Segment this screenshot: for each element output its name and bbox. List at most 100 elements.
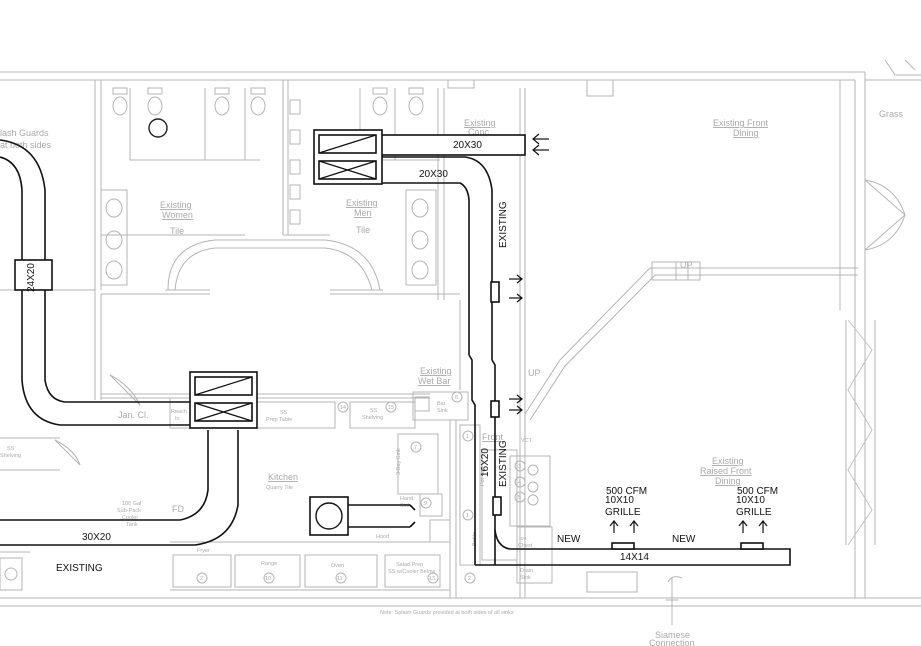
men-label: Existing: [346, 198, 378, 208]
arrow-right-icon: [509, 293, 523, 303]
grille-cfm: 500 CFM: [606, 486, 647, 497]
duct-labels: 20X30 20X30 24X20 EXISTING EXISTING 16X2…: [26, 140, 696, 574]
hvac-units: [189, 129, 383, 429]
drain-sink-label: Drain: [520, 568, 533, 574]
cooler-tank-label: 100 Gal: [122, 501, 141, 507]
fd-label: FD: [172, 504, 184, 514]
siamese-label: Connection: [649, 638, 695, 646]
equip-number: 14: [340, 405, 346, 411]
equip-number: 2: [468, 576, 471, 582]
grille-size: 10X10: [736, 495, 765, 506]
men-label: Men: [354, 208, 372, 218]
arrow-right-icon: [509, 394, 523, 404]
ice-chest-label: Ice: [519, 536, 526, 542]
ss-prep-table-label: SS: [280, 410, 288, 416]
bar-sink-label: Sink: [437, 408, 448, 414]
jan-cl-label: Jan. Cl.: [118, 410, 149, 420]
duct-20x30-top: [374, 134, 526, 156]
grille-type: GRILLE: [736, 507, 772, 518]
grass-label: Grass: [879, 109, 904, 119]
kitchen-equipment: [169, 391, 638, 593]
equip-number: 1: [466, 513, 469, 519]
hand-sink-label: Hand: [400, 496, 413, 502]
equip-number: 9: [424, 501, 427, 507]
range-label: Range: [261, 561, 277, 567]
equip-number: 3: [518, 464, 521, 470]
conc-label: Existing: [464, 118, 496, 128]
grille-cfm: 500 CFM: [737, 486, 778, 497]
splash-guard-note: Note: Splash Guards provided at both sid…: [380, 610, 514, 616]
women-label: Existing: [160, 200, 192, 210]
raised-dining-label: Dining: [715, 476, 741, 486]
grille-type: GRILLE: [605, 507, 641, 518]
cooler-tank-label: Sub-Pack: [117, 508, 141, 514]
duct-size-20x30: 20X30: [419, 169, 448, 180]
vct-label: VCT: [521, 438, 533, 444]
splash-guard-label: lash Guards: [0, 128, 49, 138]
arrow-up-icon: [758, 520, 768, 533]
reach-in-label: In: [175, 416, 180, 422]
airflow-arrows: [509, 133, 768, 533]
equip-number: 7: [414, 445, 417, 451]
equip-number: 10: [265, 576, 271, 582]
cooler-tank-label: Cooler: [122, 515, 138, 521]
up-label: UP: [680, 260, 693, 270]
ss-shelving-label: Shelving: [362, 415, 383, 421]
arrow-up-icon: [629, 520, 639, 533]
room-labels: lash Guards at both sides Existing Women…: [0, 109, 904, 646]
women-tile-label: Tile: [170, 226, 184, 236]
salad-prep-label: SS w/Cooler Below: [388, 569, 435, 575]
women-label: Women: [162, 210, 193, 220]
conc-label: Conc: [468, 127, 490, 137]
new-duct-label: NEW: [557, 534, 581, 545]
equip-number: 15: [388, 405, 394, 411]
fryer-label: Fryer: [197, 548, 210, 554]
duct-size-16x20: 16X20: [480, 448, 491, 477]
raised-dining-label: Raised Front: [700, 466, 752, 476]
grille-size: 10X10: [605, 495, 634, 506]
new-duct-label: NEW: [672, 534, 696, 545]
equipment-labels: SS Prep Table SS Shelving SS Shelving Re…: [0, 408, 533, 581]
front-label: Front: [482, 432, 504, 442]
duct-size-30x20: 30X20: [82, 532, 111, 543]
up-label: UP: [528, 368, 541, 378]
equip-number: 2: [200, 576, 203, 582]
kitchen-tile-label: Quarry Tile: [266, 485, 293, 491]
equip-number: 8: [455, 395, 458, 401]
splash-guard-label: at both sides: [0, 140, 52, 150]
existing-duct-label: EXISTING: [498, 440, 509, 487]
ss-shelving-left-label: Shelving: [0, 453, 21, 459]
equip-number: 4: [518, 480, 521, 486]
equip-number: 5: [518, 495, 521, 501]
arrow-right-icon: [509, 405, 523, 415]
wet-bar-label: Wet Bar: [418, 376, 450, 386]
duct-size-20x30: 20X30: [453, 140, 482, 151]
existing-duct-label: EXISTING: [498, 201, 509, 248]
pot-top-label: Pot Top: [480, 467, 486, 486]
duct-size-24x20: 24X20: [26, 263, 37, 292]
arrow-right-icon: [509, 274, 523, 284]
arrow-left-icon: [532, 144, 549, 156]
bar-sink-label: Bar: [437, 401, 446, 407]
reach-in-label: Reach: [171, 409, 187, 415]
existing-duct-label: EXISTING: [56, 563, 103, 574]
restroom-fixtures: [100, 87, 437, 286]
equipment-numbers: 14 15 9 7 1 1 2 10 11 13 8 2 4 5 3: [196, 391, 526, 584]
front-dining-label: Dining: [733, 128, 759, 138]
siamese-label: Siamese: [655, 630, 690, 640]
arrow-up-icon: [609, 520, 619, 533]
hand-sink-label: Sink: [400, 503, 411, 509]
equip-number: 1: [466, 434, 469, 440]
drain-sink-label: Sink: [520, 575, 531, 581]
wet-bar-label: Existing: [420, 366, 452, 376]
arrow-up-icon: [738, 520, 748, 533]
ss-prep-table-label: Prep Table: [266, 417, 292, 423]
bay-sink-label: 3-Bay Sink: [396, 448, 402, 475]
ss-shelving-label: SS: [370, 408, 378, 414]
grille-specs: 500 CFM 10X10 GRILLE 500 CFM 10X10 GRILL…: [605, 486, 778, 518]
ductwork: [0, 134, 791, 566]
duct-size-14x14: 14X14: [620, 552, 649, 563]
cooler-tank-label: Tank: [126, 522, 138, 528]
oven-label: Oven: [331, 563, 344, 569]
